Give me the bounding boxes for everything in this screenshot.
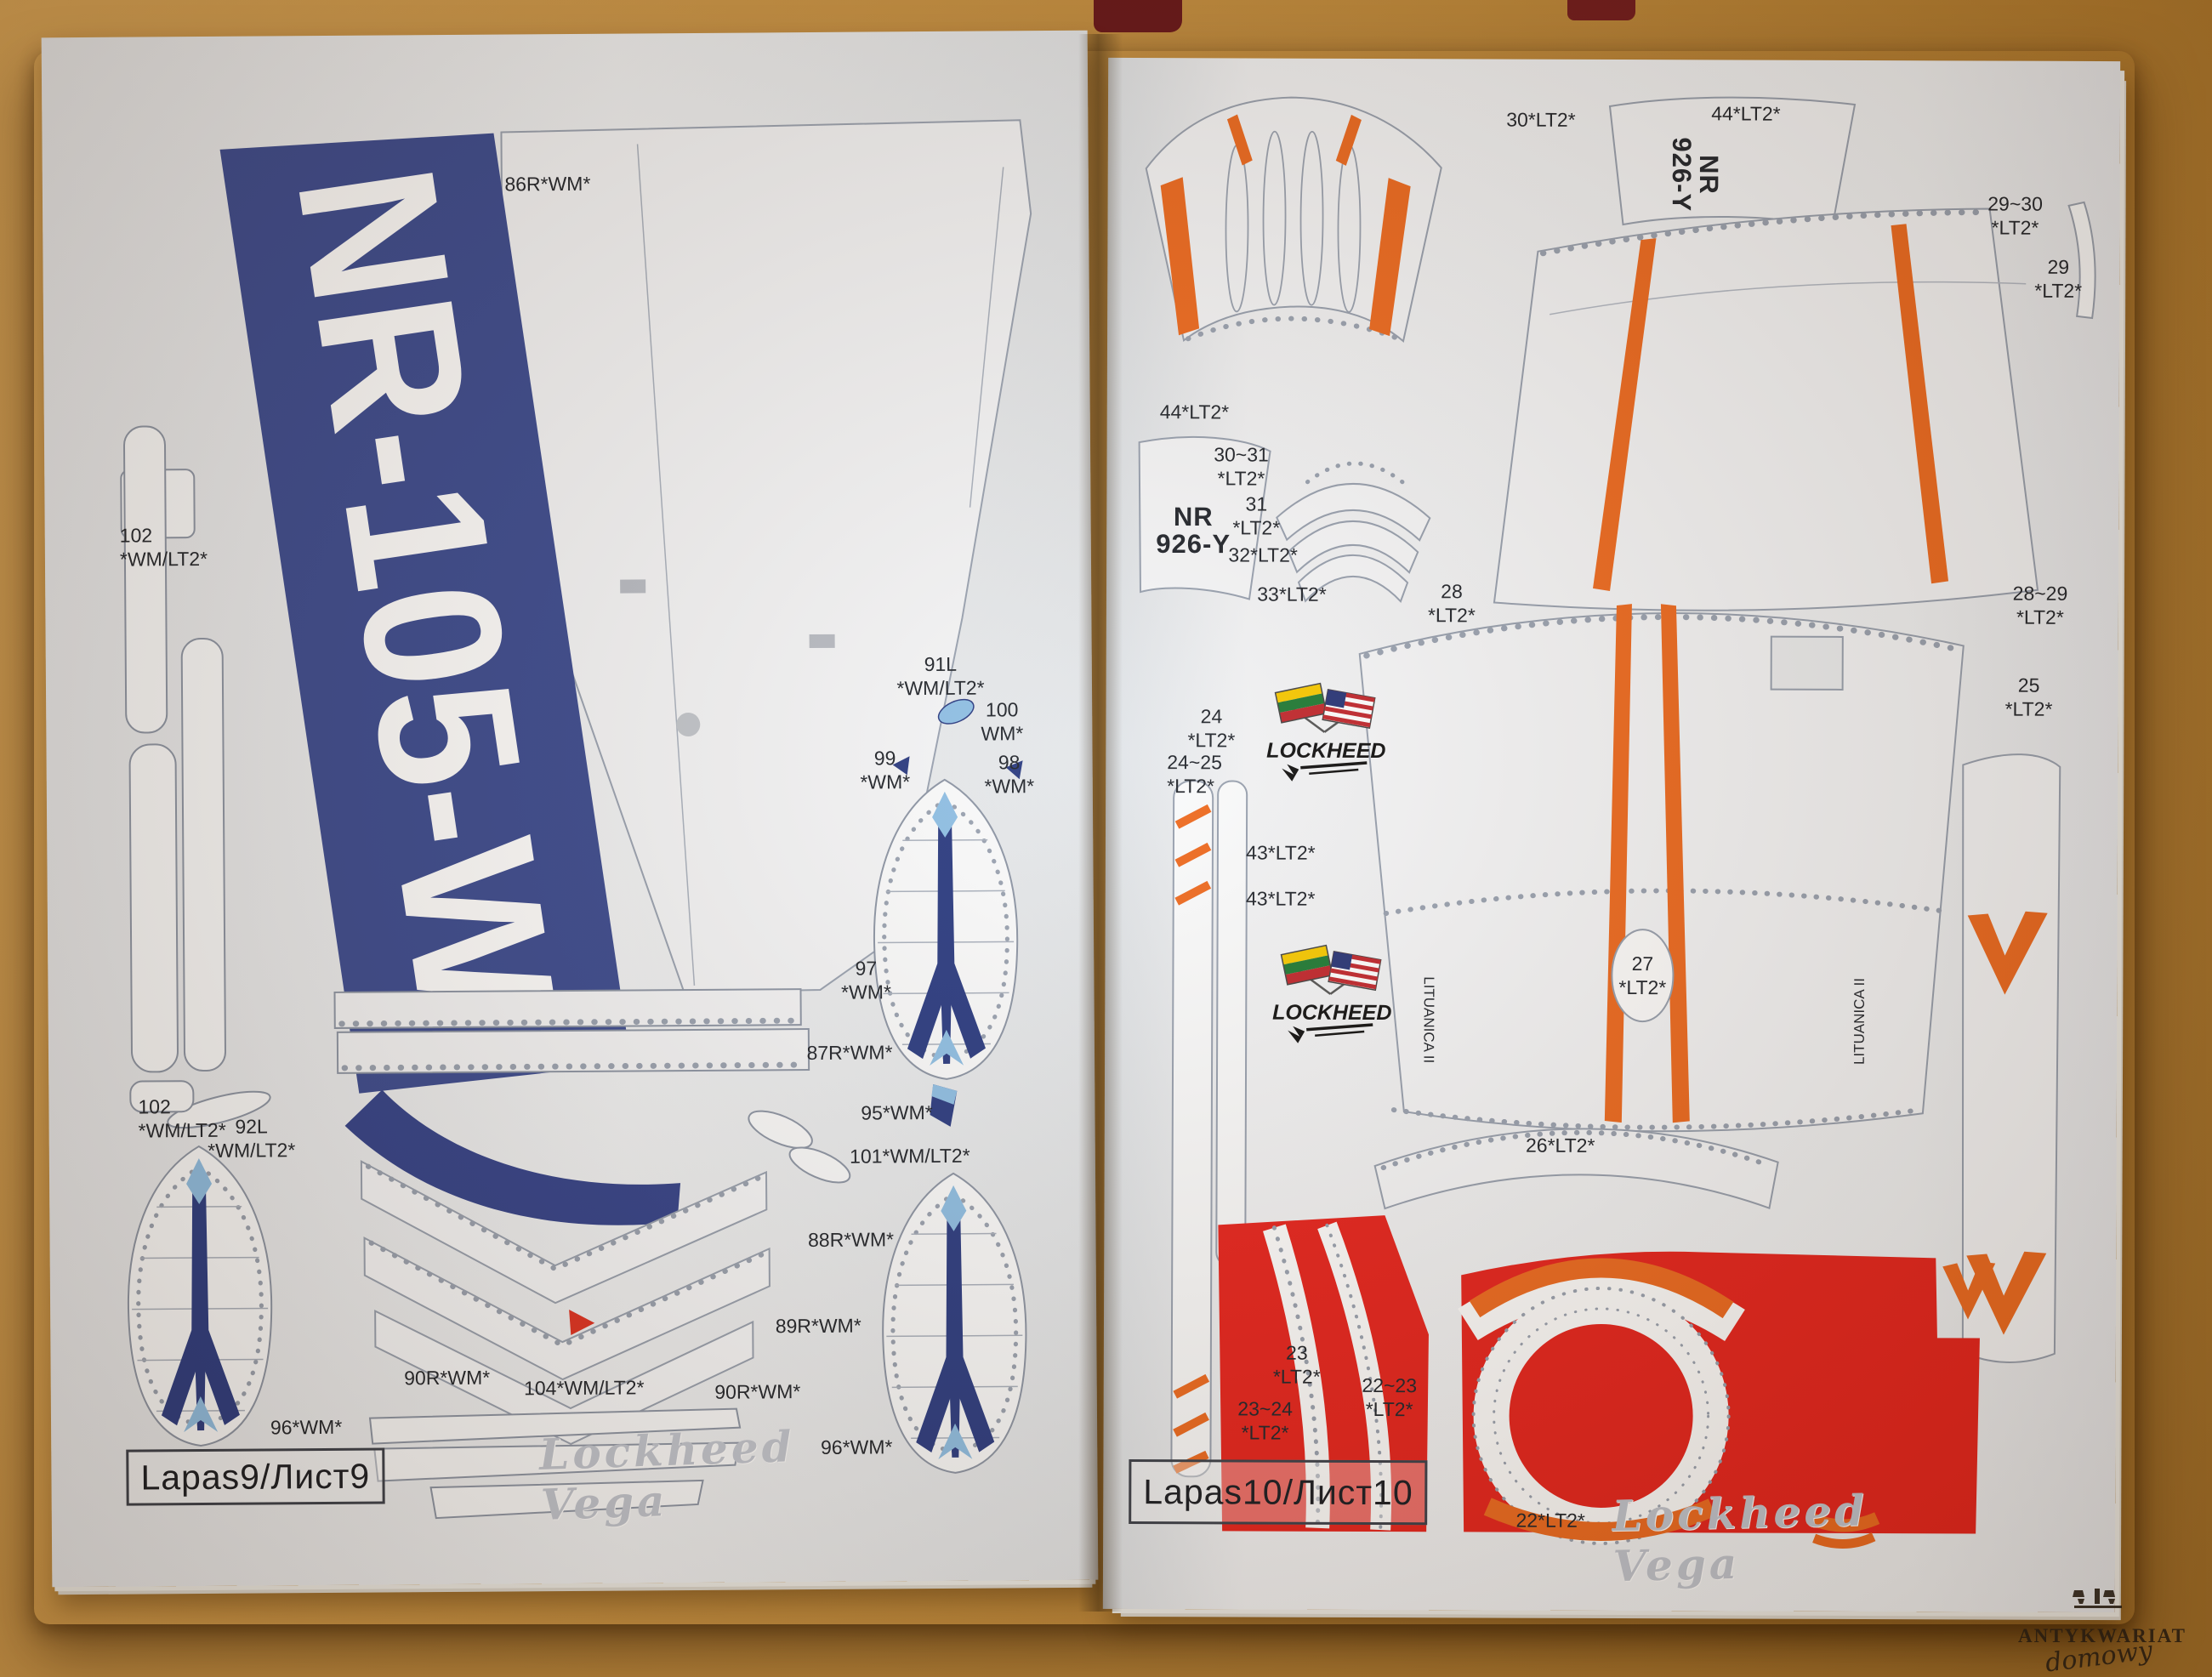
fuselage-strip-parts (120, 425, 271, 1129)
part-label: 44*LT2* (1159, 401, 1230, 424)
table-object-dark-red (1094, 0, 1182, 32)
part-label: 28~29 *LT2* (2012, 582, 2068, 628)
part-label: 90R*WM* (404, 1366, 491, 1390)
blue-swoosh-part (344, 1089, 681, 1225)
nested-arc-parts (1276, 461, 1431, 603)
part-label: 95*WM* (861, 1101, 933, 1124)
part-label: 23 *LT2* (1272, 1341, 1321, 1388)
arc-strip-part (1373, 1128, 1779, 1210)
part-label: 86R*WM* (504, 172, 591, 196)
antykwariat-stamp: ANTYKWARIAT domowy (2018, 1589, 2186, 1677)
sheet-number-right: Lapas10/Лист10 (1129, 1459, 1428, 1526)
part-label: 99 *WM* (860, 747, 911, 793)
part-label: 26*LT2* (1525, 1134, 1595, 1157)
red-mark (569, 1310, 595, 1336)
part-label: LITUANICA II (1851, 977, 1868, 1066)
part-label: 91L *WM/LT2* (896, 652, 985, 700)
part-label: LITUANICA II (1420, 976, 1437, 1064)
red-cowling-parts (1218, 1215, 1996, 1549)
part-label: NR 926-Y (1156, 501, 1231, 560)
book-page-right: LOCKHEED (1102, 57, 2121, 1613)
thin-wedge-parts (368, 1407, 742, 1520)
part-label: 25 *LT2* (2004, 674, 2053, 720)
part-label: 30*LT2* (1506, 108, 1576, 131)
part-label: NR 926-Y (1666, 137, 1725, 213)
part-label: 30~31 *LT2* (1214, 443, 1269, 490)
upper-fuselage-panel (1493, 201, 2096, 611)
part-label: 43*LT2* (1246, 841, 1316, 864)
part-label: 90R*WM* (714, 1380, 801, 1403)
part-label: 102 *WM/LT2* (119, 524, 208, 571)
rudder-tip-part (1608, 96, 1857, 229)
part-label: 27 *LT2* (1618, 952, 1667, 999)
parts-diagram-left: NR-105-W (120, 119, 1032, 1520)
part-label: 43*LT2* (1245, 887, 1316, 910)
part-label: 92L *WM/LT2* (208, 1115, 296, 1162)
lamp-icon (2073, 1589, 2122, 1608)
part-label: 31 *LT2* (1232, 492, 1281, 539)
part-label: 24 *LT2* (1187, 705, 1236, 752)
part-label: 89R*WM* (775, 1314, 861, 1338)
part-label: 33*LT2* (1257, 583, 1327, 605)
long-strip-parts (1170, 780, 1248, 1478)
part-label: 28 *LT2* (1427, 580, 1476, 627)
rudder-tip-left-part (1138, 435, 1271, 600)
part-label: 96*WM* (270, 1415, 343, 1439)
part-label: 23~24 *LT2* (1237, 1397, 1293, 1444)
part-label: 87R*WM* (806, 1041, 893, 1065)
watermark-left: Lockheed Vega (538, 1421, 796, 1530)
part-label: 44*LT2* (1711, 102, 1781, 125)
part-label: 104*WM/LT2* (523, 1376, 645, 1400)
part-label: 100 WM* (981, 698, 1024, 745)
part-label: 29~30 *LT2* (1987, 192, 2043, 239)
part-label: 98 *WM* (984, 751, 1035, 798)
part-label: 29 *LT2* (2034, 255, 2083, 302)
cowl-fan-part (1145, 96, 1442, 343)
part-label: 101*WM/LT2* (850, 1144, 970, 1168)
chevron-scallops (365, 1163, 766, 1349)
chevron-edge-part (1961, 753, 2061, 1363)
watermark-right: Lockheed Vega (1611, 1485, 1868, 1592)
stamp-title: ANTYKWARIAT (2018, 1625, 2186, 1646)
small-leaf-parts (748, 1110, 851, 1184)
sheet-number-left: Lapas9/Лист9 (126, 1447, 385, 1506)
parts-diagram-right: LOCKHEED (1138, 96, 2096, 1549)
part-label: 24~25 *LT2* (1167, 751, 1222, 798)
table-object-dark-red-small (1567, 0, 1635, 20)
small-blue-parts (892, 698, 1023, 1127)
book-page-left: NR-105-W (41, 30, 1099, 1588)
mid-fuselage-panel (1358, 604, 1965, 1133)
part-label: 22~23 *LT2* (1362, 1373, 1418, 1421)
scalloped-strip-parts (333, 988, 810, 1074)
part-label: 22*LT2* (1515, 1509, 1585, 1532)
part-label: 96*WM* (820, 1435, 893, 1458)
part-label: 88R*WM* (807, 1228, 895, 1252)
part-label: 32*LT2* (1228, 543, 1298, 566)
book-spine-shadow (1078, 34, 1123, 1612)
part-label: 97 *WM* (841, 957, 891, 1003)
